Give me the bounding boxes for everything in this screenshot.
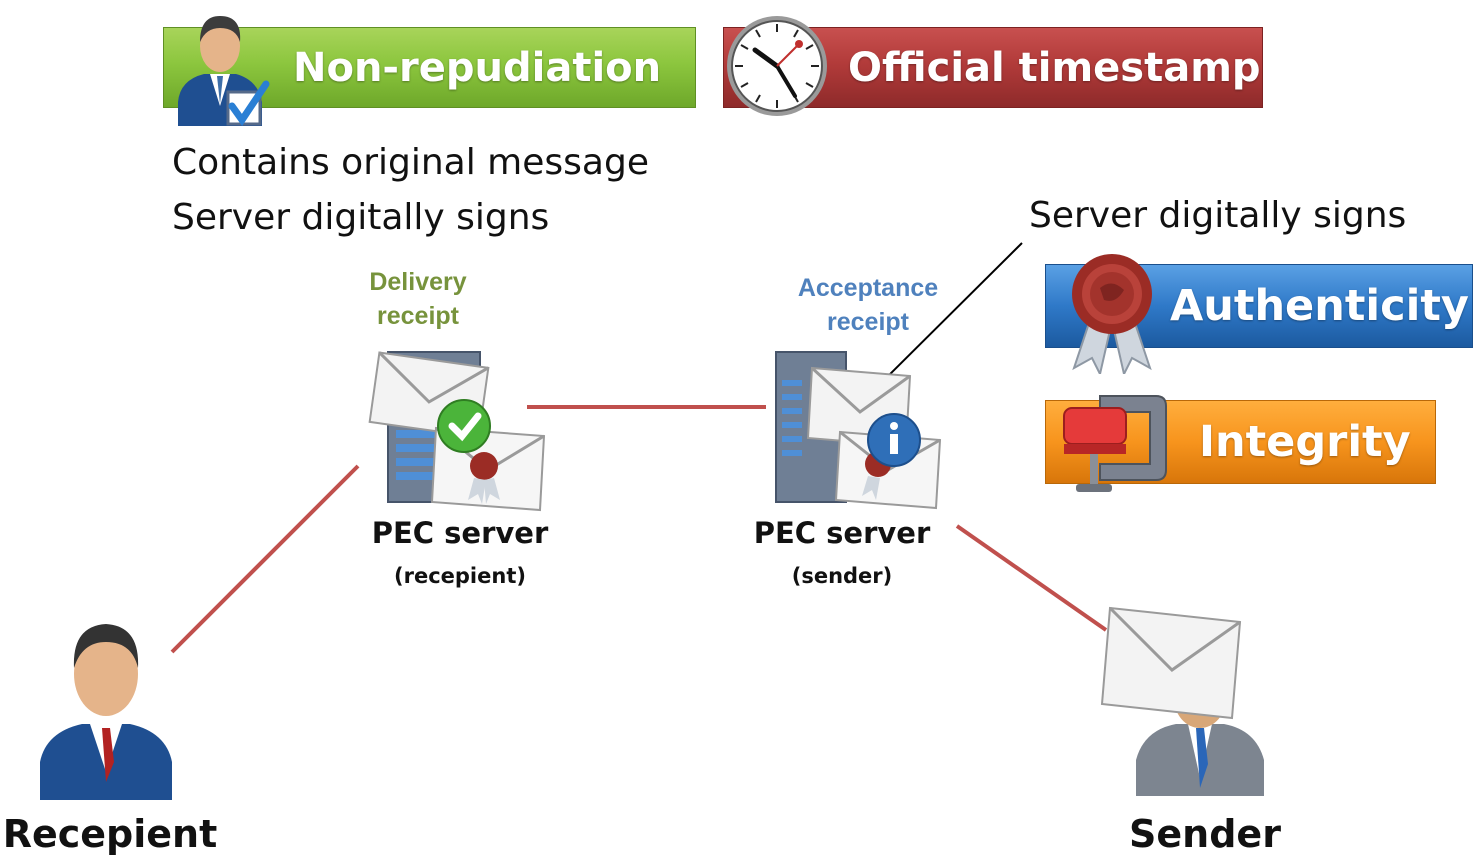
- official-timestamp-label: Official timestamp: [848, 44, 1261, 91]
- recipient-person-icon: [40, 624, 172, 800]
- server-signs-note-left: Server digitally signs: [172, 197, 550, 238]
- sender-person-envelope-icon: [1100, 606, 1264, 796]
- acceptance-receipt-line2: receipt: [827, 308, 909, 336]
- delivery-receipt-line1: Delivery: [369, 268, 467, 296]
- connector-server-sender: [955, 524, 1108, 632]
- clamp-icon: [1063, 395, 1167, 492]
- integrity-label: Integrity: [1199, 417, 1411, 467]
- wax-seal-icon: [1072, 254, 1152, 374]
- recipient-label: Recepient: [2, 812, 218, 856]
- signature-arrow: [865, 242, 1023, 399]
- delivery-receipt-line2: receipt: [377, 302, 459, 330]
- delivery-receipt-label: Delivery receipt: [340, 265, 496, 333]
- acceptance-receipt-line1: Acceptance: [797, 274, 939, 302]
- official-timestamp-badge: Official timestamp: [723, 27, 1263, 108]
- pec-server-sender-title: PEC server: [753, 516, 931, 550]
- server-envelope-info-icon: [775, 351, 942, 510]
- pec-server-sender-sub: (sender): [791, 564, 893, 588]
- pec-server-recipient-title: PEC server: [371, 516, 549, 550]
- server-envelope-check-icon: [368, 351, 546, 512]
- clock-icon: [727, 16, 827, 116]
- sender-label: Sender: [1129, 812, 1281, 856]
- acceptance-receipt-label: Acceptance receipt: [780, 271, 956, 339]
- server-signs-note-right: Server digitally signs: [1029, 195, 1407, 236]
- business-person-check-icon: [178, 16, 270, 127]
- connector-recipient-server: [170, 464, 360, 654]
- authenticity-label: Authenticity: [1170, 281, 1469, 331]
- non-repudiation-label: Non-repudiation: [293, 44, 662, 91]
- contains-original-note: Contains original message: [172, 142, 649, 183]
- pec-server-recipient-sub: (recepient): [394, 564, 526, 588]
